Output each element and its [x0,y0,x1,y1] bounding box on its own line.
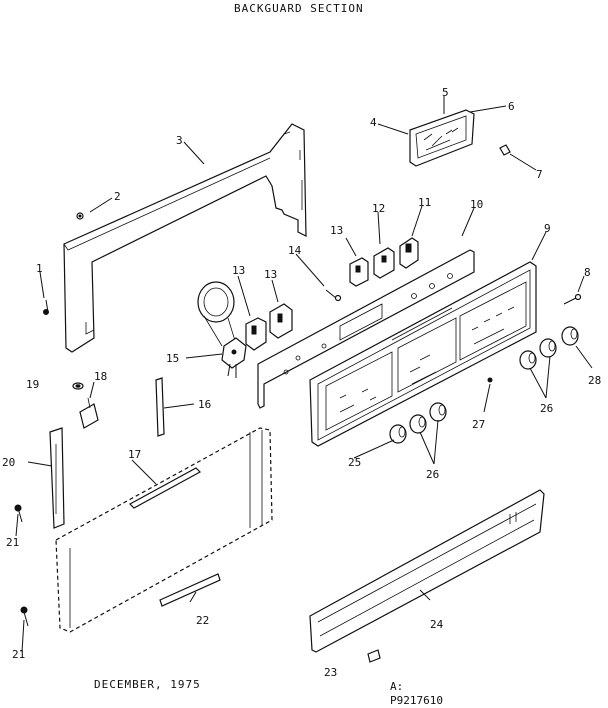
callout-28: 28 [588,374,601,387]
callout-6: 6 [508,100,515,113]
part-knob-26-a [409,414,427,434]
callout-22: 22 [196,614,209,627]
callout-labels: 3 2 1 4 5 6 7 8 9 10 11 12 13 13 13 14 1… [2,86,601,679]
callout-21-upper: 21 [6,536,19,549]
callout-8: 8 [584,266,591,279]
callout-15: 15 [166,352,179,365]
part-indicator-27 [487,377,493,383]
callout-18: 18 [94,370,107,383]
part-switch-11 [399,237,419,269]
callout-20: 20 [2,456,15,469]
callout-1: 1 [36,262,43,275]
footer-code-a: A: [390,680,403,693]
part-knob-25 [389,424,407,444]
callout-10: 10 [470,198,483,211]
part-screw-1 [43,299,49,315]
callout-26-upper: 26 [540,402,553,415]
callout-19: 19 [26,378,39,391]
part-switch-13-top [349,257,369,287]
part-switch-bracket [257,249,475,409]
callout-2: 2 [114,190,121,203]
callout-11: 11 [418,196,431,209]
part-screw-2 [76,212,84,220]
part-bracket-22 [159,573,221,607]
part-knob-26-b [429,402,447,422]
part-clip-23 [367,649,381,663]
callout-14: 14 [288,244,302,257]
callout-13-low: 13 [232,264,245,277]
part-clock-bezel [409,109,475,167]
part-knob-26-d [539,338,557,358]
part-trim-24 [309,489,545,653]
footer-code-b: P9217610 [390,694,443,707]
callout-13-top: 13 [330,224,343,237]
leader-lines [15,96,593,653]
callout-17: 17 [128,448,141,461]
part-screw-21-upper [14,504,23,523]
callout-12: 12 [372,202,385,215]
part-bracket-16 [155,377,165,437]
callout-7: 7 [536,168,543,181]
part-screw-14 [325,289,342,302]
part-grommet-19 [72,382,84,390]
callout-5: 5 [442,86,449,99]
diagram-title: BACKGUARD SECTION [234,2,364,15]
callout-13-mid: 13 [264,268,277,281]
part-control-panel [309,261,537,447]
part-clip-18 [79,397,99,429]
part-backguard-frame [63,123,307,353]
callout-24: 24 [430,618,444,631]
callout-21-lower: 21 [12,648,25,661]
footer-date: DECEMBER, 1975 [94,678,201,691]
callout-23: 23 [324,666,337,679]
part-back-panel [55,427,273,633]
part-switch-13-low [245,317,267,351]
callout-3: 3 [176,134,183,147]
part-switch-13-mid [269,303,293,339]
part-clock-timer [197,281,247,378]
part-side-strip-20 [49,427,65,529]
callout-4: 4 [370,116,377,129]
part-strip-17 [129,467,201,509]
callout-9: 9 [544,222,551,235]
part-screw-8 [563,293,582,305]
callout-27: 27 [472,418,485,431]
callout-26-lower: 26 [426,468,439,481]
callout-16: 16 [198,398,211,411]
callout-25: 25 [348,456,361,469]
part-knob-26-c [519,350,537,370]
part-screw-7 [499,144,511,156]
part-switch-12 [373,247,395,279]
part-screw-21-lower [20,606,29,627]
part-knob-28 [561,326,579,346]
